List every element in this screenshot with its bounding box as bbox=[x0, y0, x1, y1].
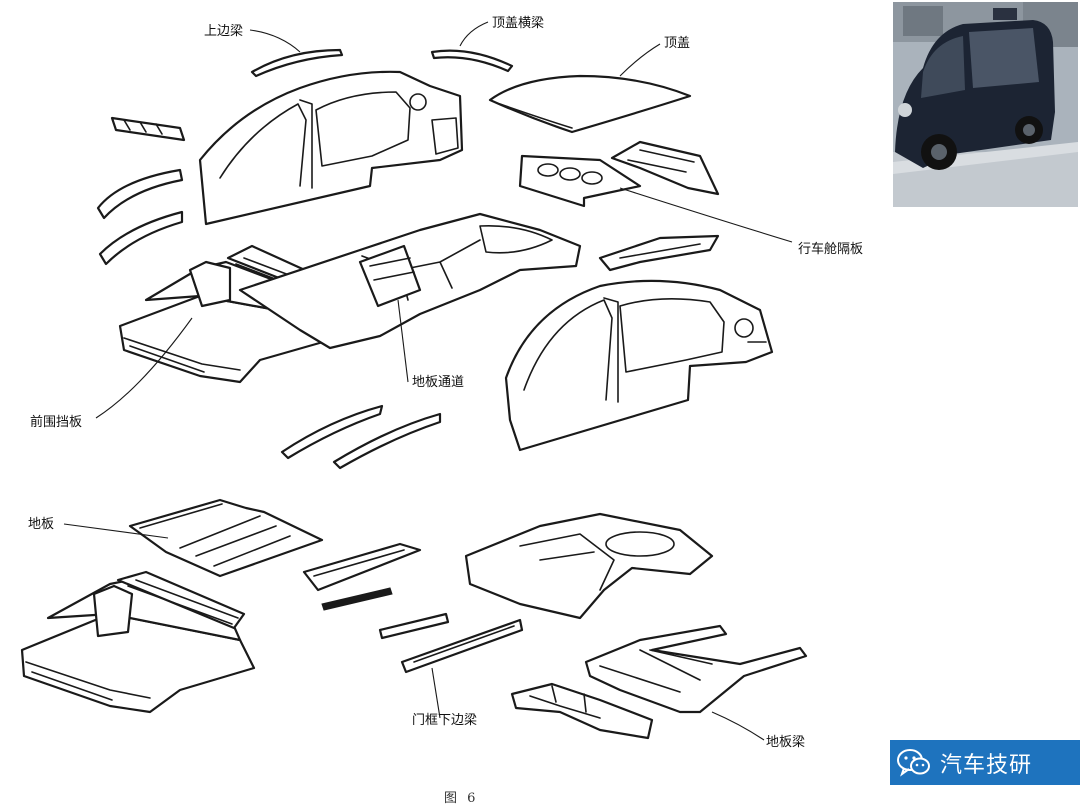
rear-floor-part bbox=[464, 512, 714, 620]
wechat-icon bbox=[894, 743, 934, 783]
label-roof-crossbeam: 顶盖横梁 bbox=[492, 16, 544, 31]
label-dash-panel: 前围挡板 bbox=[30, 414, 82, 430]
roof-crossbeam-part bbox=[430, 49, 514, 73]
label-floor-beam: 地板梁 bbox=[766, 735, 805, 750]
label-floor-tunnel: 地板通道 bbox=[412, 375, 464, 390]
left-fender-pieces bbox=[96, 168, 184, 266]
side-frame-lower bbox=[504, 279, 774, 452]
side-frame-upper bbox=[198, 70, 464, 226]
lower-bracket-part bbox=[510, 682, 654, 740]
front-structure-underbody bbox=[118, 212, 582, 384]
lower-sill-strips bbox=[280, 404, 442, 470]
leader-lines bbox=[63, 21, 793, 741]
figure-caption: 图 6 bbox=[444, 791, 478, 806]
label-floor: 地板 bbox=[28, 517, 54, 532]
taxi-photo bbox=[893, 2, 1078, 207]
label-roof-side-rail: 上边梁 bbox=[204, 24, 243, 39]
front-structure-lower bbox=[20, 570, 256, 714]
watermark-brand: 汽车技研 bbox=[940, 752, 1033, 778]
roof-side-rail-part bbox=[250, 48, 344, 78]
cabin-partition-part bbox=[518, 140, 720, 272]
roof-panel-part bbox=[488, 74, 692, 134]
floor-panel-part bbox=[128, 498, 324, 578]
floor-beam-part bbox=[584, 624, 808, 714]
left-upper-rail-part bbox=[110, 116, 186, 142]
label-roof-panel: 顶盖 bbox=[664, 36, 690, 51]
label-door-sill-rail: 门框下边梁 bbox=[412, 713, 477, 728]
middle-rails bbox=[302, 542, 524, 674]
label-cabin-partition: 行车舱隔板 bbox=[798, 241, 863, 257]
watermark-banner: 汽车技研 bbox=[890, 740, 1080, 785]
